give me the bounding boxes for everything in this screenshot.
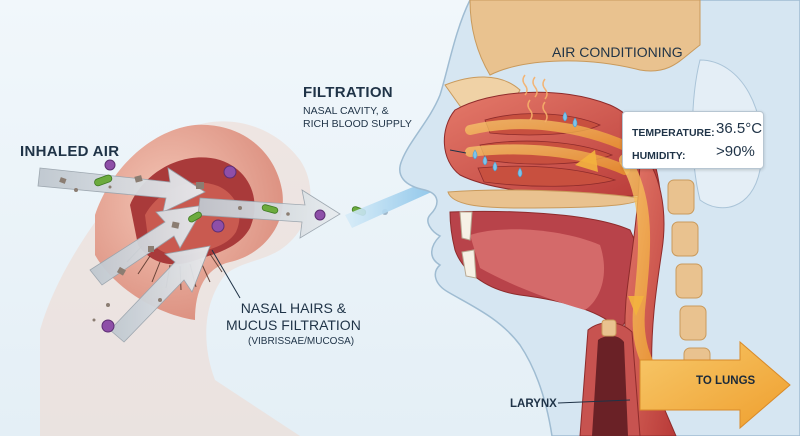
humidity-value: >90% bbox=[716, 143, 755, 160]
nasal-hairs-line-1: NASAL HAIRS & bbox=[240, 300, 347, 316]
temperature-value: 36.5°C bbox=[716, 120, 763, 137]
inhaled-air-arrows bbox=[37, 167, 341, 343]
filtration-subtitle: NASAL CAVITY, & RICH BLOOD SUPPLY bbox=[303, 105, 412, 131]
air-conditioning-label: AIR CONDITIONING bbox=[552, 44, 683, 60]
head-cross-section bbox=[399, 0, 800, 436]
nasal-hairs-sublabel: (VIBRISSAE/MUCOSA) bbox=[248, 336, 355, 347]
filtration-subtitle-line-1: NASAL CAVITY, & bbox=[303, 105, 389, 117]
nasal-hairs-label: NASAL HAIRS & MUCUS FILTRATION bbox=[226, 300, 361, 334]
humidity-row: HUMIDITY: >90% bbox=[632, 143, 755, 164]
nasal-hairs-line-2: MUCUS FILTRATION bbox=[226, 317, 361, 333]
larynx-label: LARYNX bbox=[510, 398, 557, 410]
inhaled-air-label: INHALED AIR bbox=[20, 143, 120, 160]
to-lungs-label: TO LUNGS bbox=[696, 375, 756, 387]
humidity-label: HUMIDITY: bbox=[632, 150, 686, 162]
filtration-title: FILTRATION bbox=[303, 84, 393, 101]
filtration-subtitle-line-2: RICH BLOOD SUPPLY bbox=[303, 118, 412, 130]
particles-and-microbes bbox=[59, 159, 388, 333]
air-conditioning-flow bbox=[465, 74, 666, 386]
leader-lines bbox=[211, 149, 631, 404]
temperature-label: TEMPERATURE: bbox=[632, 127, 715, 139]
conditions-panel: TEMPERATURE: 36.5°C HUMIDITY: >90% bbox=[622, 111, 764, 169]
to-lungs-arrow bbox=[639, 340, 791, 430]
temperature-row: TEMPERATURE: 36.5°C bbox=[632, 120, 762, 141]
